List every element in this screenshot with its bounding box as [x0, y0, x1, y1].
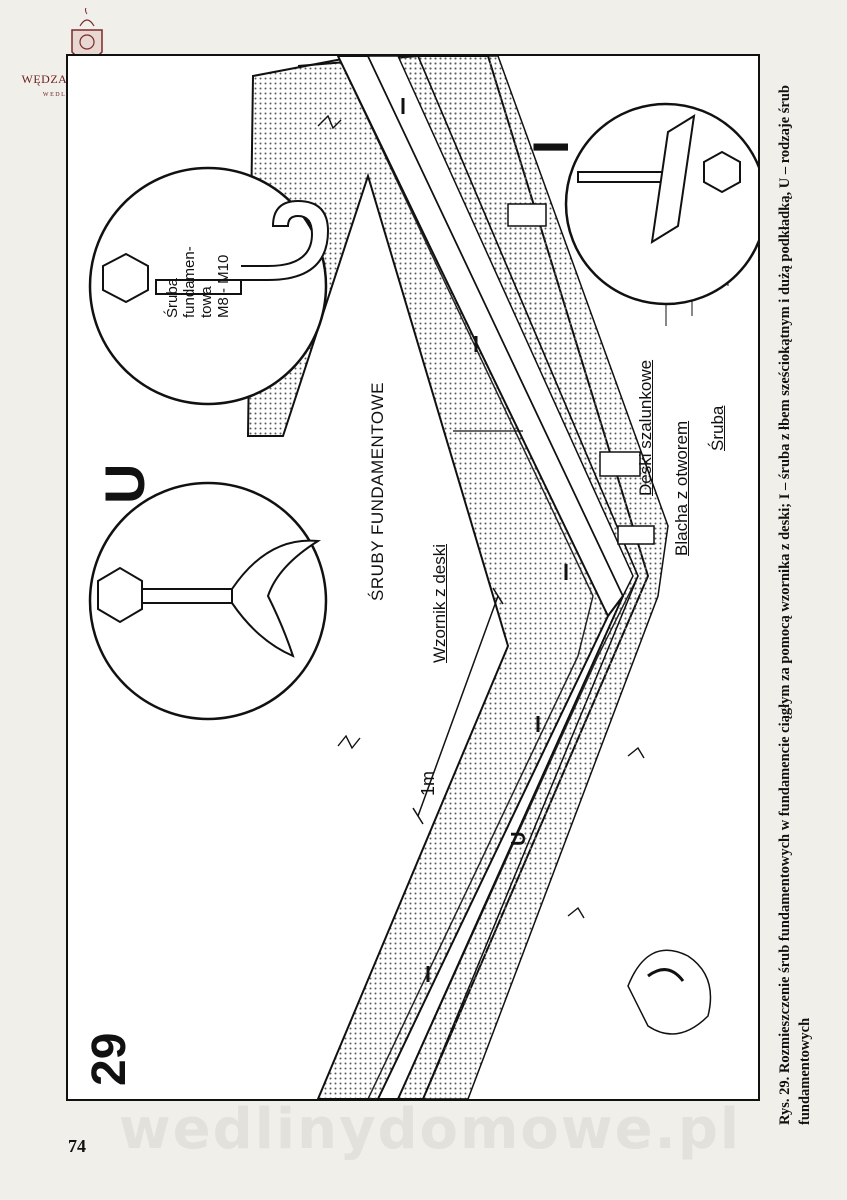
figure-29: 29 U I U ŚRUBY FUNDAMENTOWE Wzornik z de… [66, 54, 760, 1101]
formwork-block [599, 451, 641, 477]
label-formwork-boards: Deski szalunkowe [636, 359, 655, 496]
grass-decoration [317, 114, 645, 919]
page-number: 74 [68, 1136, 86, 1156]
watermark: wedlinydomowe.pl [118, 1097, 742, 1162]
detail-circle-hook-bolt [88, 166, 330, 406]
label-plate: Blacha z otworem [672, 420, 691, 556]
label-spacing: 1m [418, 770, 438, 796]
bolt-marks [401, 98, 568, 982]
figure-caption: Rys. 29. Rozmieszczenie śrub fundamentow… [777, 85, 813, 1125]
anchor-bolt-text: Śruba [164, 277, 181, 318]
detail-circle-split-bolt [88, 481, 328, 721]
anchor-bolt-text: fundamen- [181, 246, 198, 318]
formwork-block [507, 203, 547, 227]
ground-strip-right [417, 56, 669, 1099]
label-template-board: Wzornik z deski [430, 543, 449, 663]
template-board-lower [376, 595, 624, 1099]
label-bolt: Śruba [708, 405, 727, 451]
dimension-1m [412, 587, 504, 825]
foundation-illustration [88, 56, 758, 1099]
figure-number: 29 [83, 1032, 136, 1086]
type-u-label: U [93, 463, 156, 504]
formwork-block [617, 525, 655, 545]
detail-circle-hex-bolt [564, 102, 758, 306]
type-i-label: I [523, 140, 579, 154]
anchor-bolt-text: towa [198, 286, 215, 318]
bush-decoration [627, 949, 712, 1035]
section-title: ŚRUBY FUNDAMENTOWE [368, 381, 387, 601]
u-marker-label: U [508, 831, 530, 846]
anchor-bolt-text: M8 - M10 [215, 254, 232, 318]
